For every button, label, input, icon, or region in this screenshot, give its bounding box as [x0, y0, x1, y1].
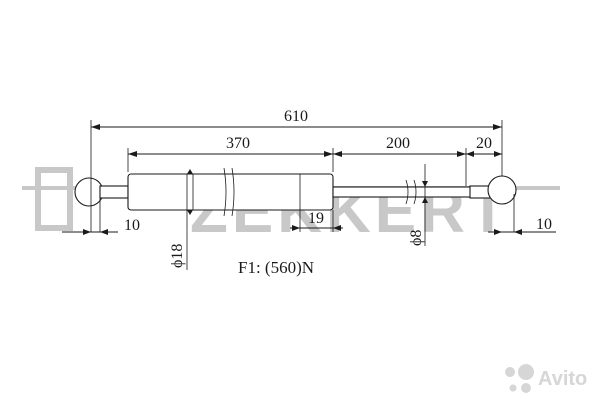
body-break-marks	[223, 167, 235, 217]
force-label: F1: (560)N	[238, 258, 314, 277]
avito-logo-icon	[505, 364, 534, 393]
dimension-rod-guide: 19	[290, 210, 343, 231]
overall-length-label: 610	[284, 108, 308, 125]
zekkert-logo-box	[35, 167, 73, 231]
dimension-body: 370	[128, 135, 333, 157]
right-fitting-label: 10	[536, 216, 552, 233]
body-diameter-marker	[186, 169, 194, 215]
body-diameter-label: ϕ18	[169, 244, 186, 268]
left-end-connector	[99, 185, 129, 199]
right-end-length-label: 20	[476, 135, 492, 152]
dimension-stroke: 200	[333, 135, 466, 157]
right-ball-socket	[487, 175, 517, 205]
left-ball-socket	[74, 177, 104, 207]
avito-brand-text: Avito	[538, 368, 587, 390]
avito-watermark: Avito	[505, 364, 587, 393]
cylinder-body	[127, 173, 334, 211]
dimension-body-diameter: ϕ18	[169, 210, 188, 270]
piston-rod	[332, 186, 474, 198]
dimension-left-fitting: 10	[62, 198, 140, 235]
rod-break-marks	[405, 179, 417, 205]
extension-lines	[90, 120, 515, 232]
dimension-overall: 610	[91, 108, 502, 130]
dimension-right-end: 20	[466, 135, 502, 157]
dimension-rod-diameter: ϕ8	[408, 164, 428, 246]
rod-guide-label: 19	[308, 210, 324, 227]
stroke-length-label: 200	[386, 135, 410, 152]
left-fitting-label: 10	[124, 217, 140, 234]
body-length-label: 370	[226, 135, 250, 152]
dimension-right-fitting: 10	[488, 216, 556, 235]
rod-diameter-label: ϕ8	[408, 230, 425, 246]
